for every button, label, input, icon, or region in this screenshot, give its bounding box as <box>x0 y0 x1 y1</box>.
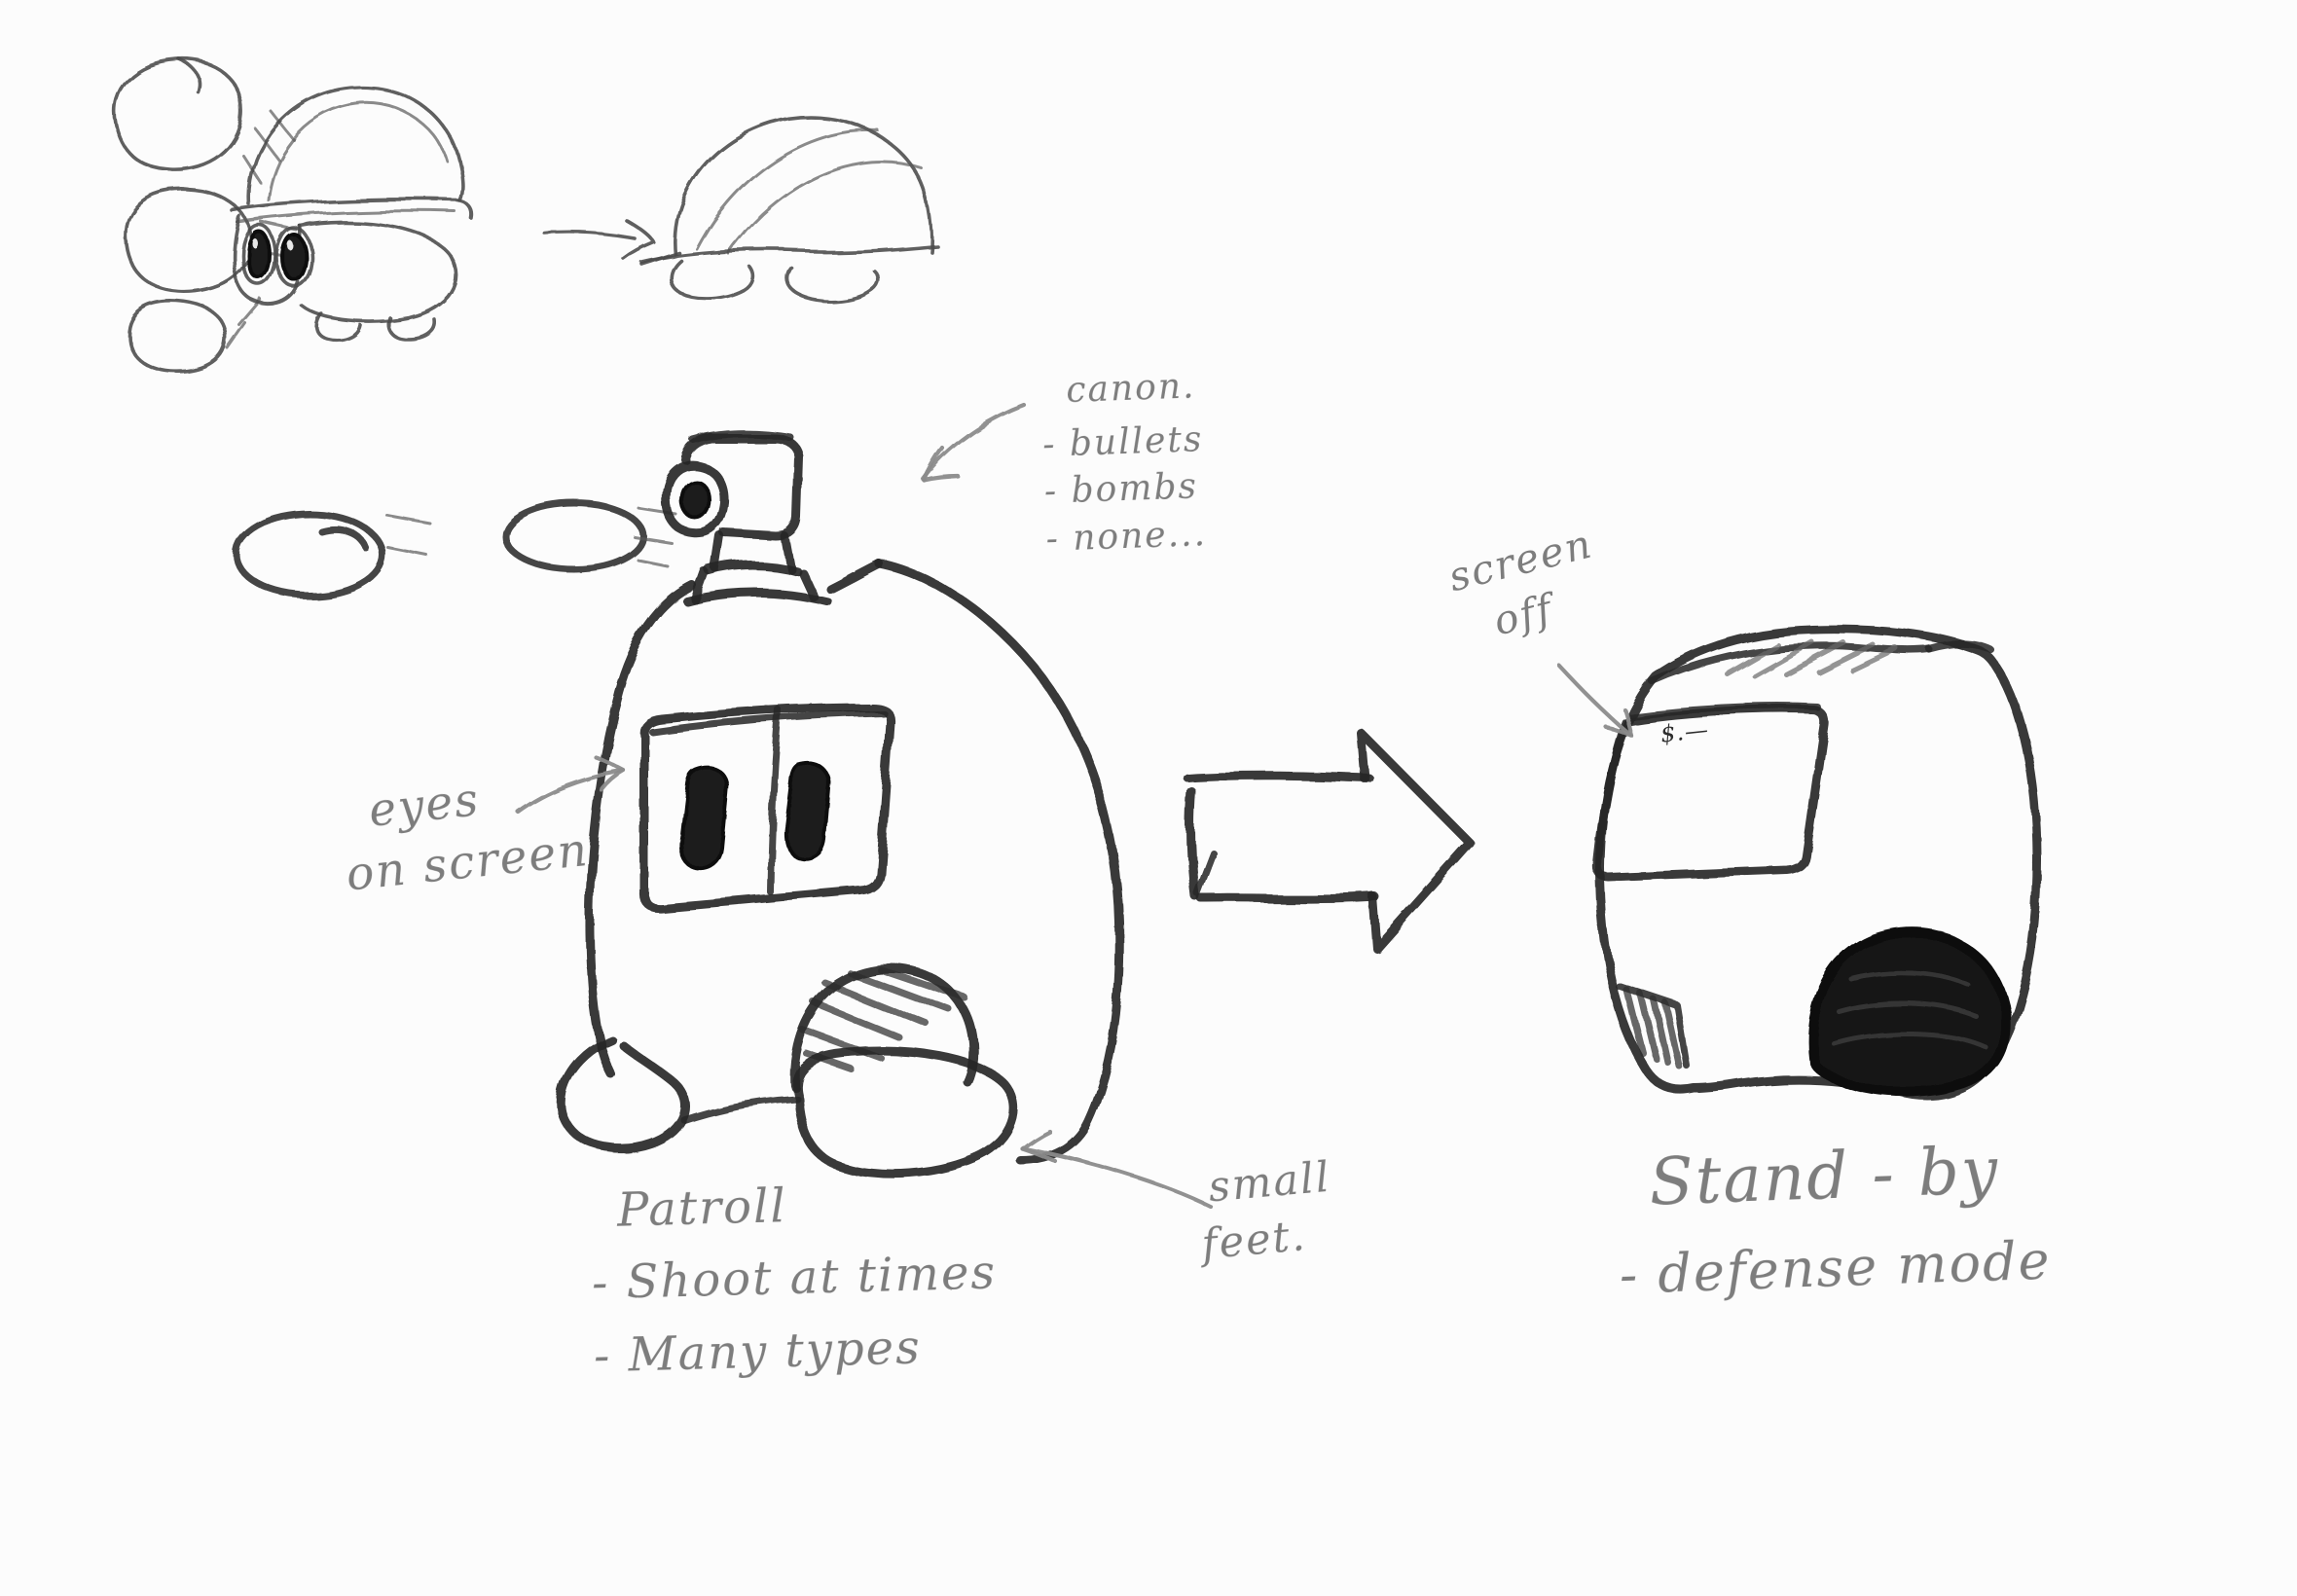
annotation-standby: Stand - by - defense mode <box>1615 1125 2053 1311</box>
robot-screen <box>639 703 895 913</box>
robot-feet <box>557 963 1018 1179</box>
sketch-robot-patrol <box>233 429 1124 1179</box>
top-hatch-band <box>1724 639 1899 678</box>
annotation-cannon-item: - bullets <box>1041 418 1205 465</box>
dark-foot-blob <box>1807 926 2011 1098</box>
creature-eye-left <box>246 230 272 280</box>
sketch-creature-shooting <box>113 58 474 374</box>
annotation-patrol: Patroll - Shoot at times - Many types <box>589 1165 1000 1393</box>
annotation-eyes-on-screen: eyes on screen <box>337 758 592 906</box>
arrow-right-large-icon <box>1183 728 1475 953</box>
cannon-label-arrow-icon <box>920 402 1027 483</box>
small-feet-label-arrow-icon <box>1019 1128 1214 1210</box>
muzzle <box>679 479 711 520</box>
annotation-small-feet: small feet. <box>1200 1149 1338 1273</box>
annotation-patrol-item: - Many types <box>593 1320 923 1384</box>
cannon-bullets <box>233 499 677 599</box>
annotation-small-feet-line2: feet. <box>1199 1212 1309 1270</box>
sketch-creature-hiding <box>640 115 938 304</box>
annotation-standby-title: Stand - by <box>1648 1133 2001 1220</box>
robot-screen-off <box>1592 703 1829 882</box>
screen-off-label-arrow-icon <box>1556 663 1634 739</box>
annotation-patrol-item: - Shoot at times <box>591 1245 998 1311</box>
annotation-cannon-item: - none... <box>1044 513 1208 560</box>
creature-eye-right <box>280 233 308 281</box>
annotation-cannon: canon. - bullets - bombs - none... <box>1040 363 1208 563</box>
annotation-small-feet-line1: small <box>1206 1152 1333 1213</box>
screen-eye-right <box>783 761 831 860</box>
arrow-right-small-icon <box>543 219 656 261</box>
sketch-robot-standby <box>1592 625 2042 1101</box>
annotation-cannon-title: canon. <box>1065 366 1197 412</box>
eyes-label-arrow-icon <box>515 754 627 815</box>
bottom-left-hatch <box>1616 983 1692 1070</box>
annotation-standby-item: - defense mode <box>1618 1229 2053 1306</box>
cannon <box>661 429 832 606</box>
annotation-patrol-title: Patroll <box>616 1179 788 1238</box>
bullet-blobs <box>113 58 253 374</box>
screen-corner-scribble: $.— <box>1659 715 1711 748</box>
screen-eye-left <box>678 766 731 872</box>
annotation-cannon-item: - bombs <box>1043 466 1199 513</box>
